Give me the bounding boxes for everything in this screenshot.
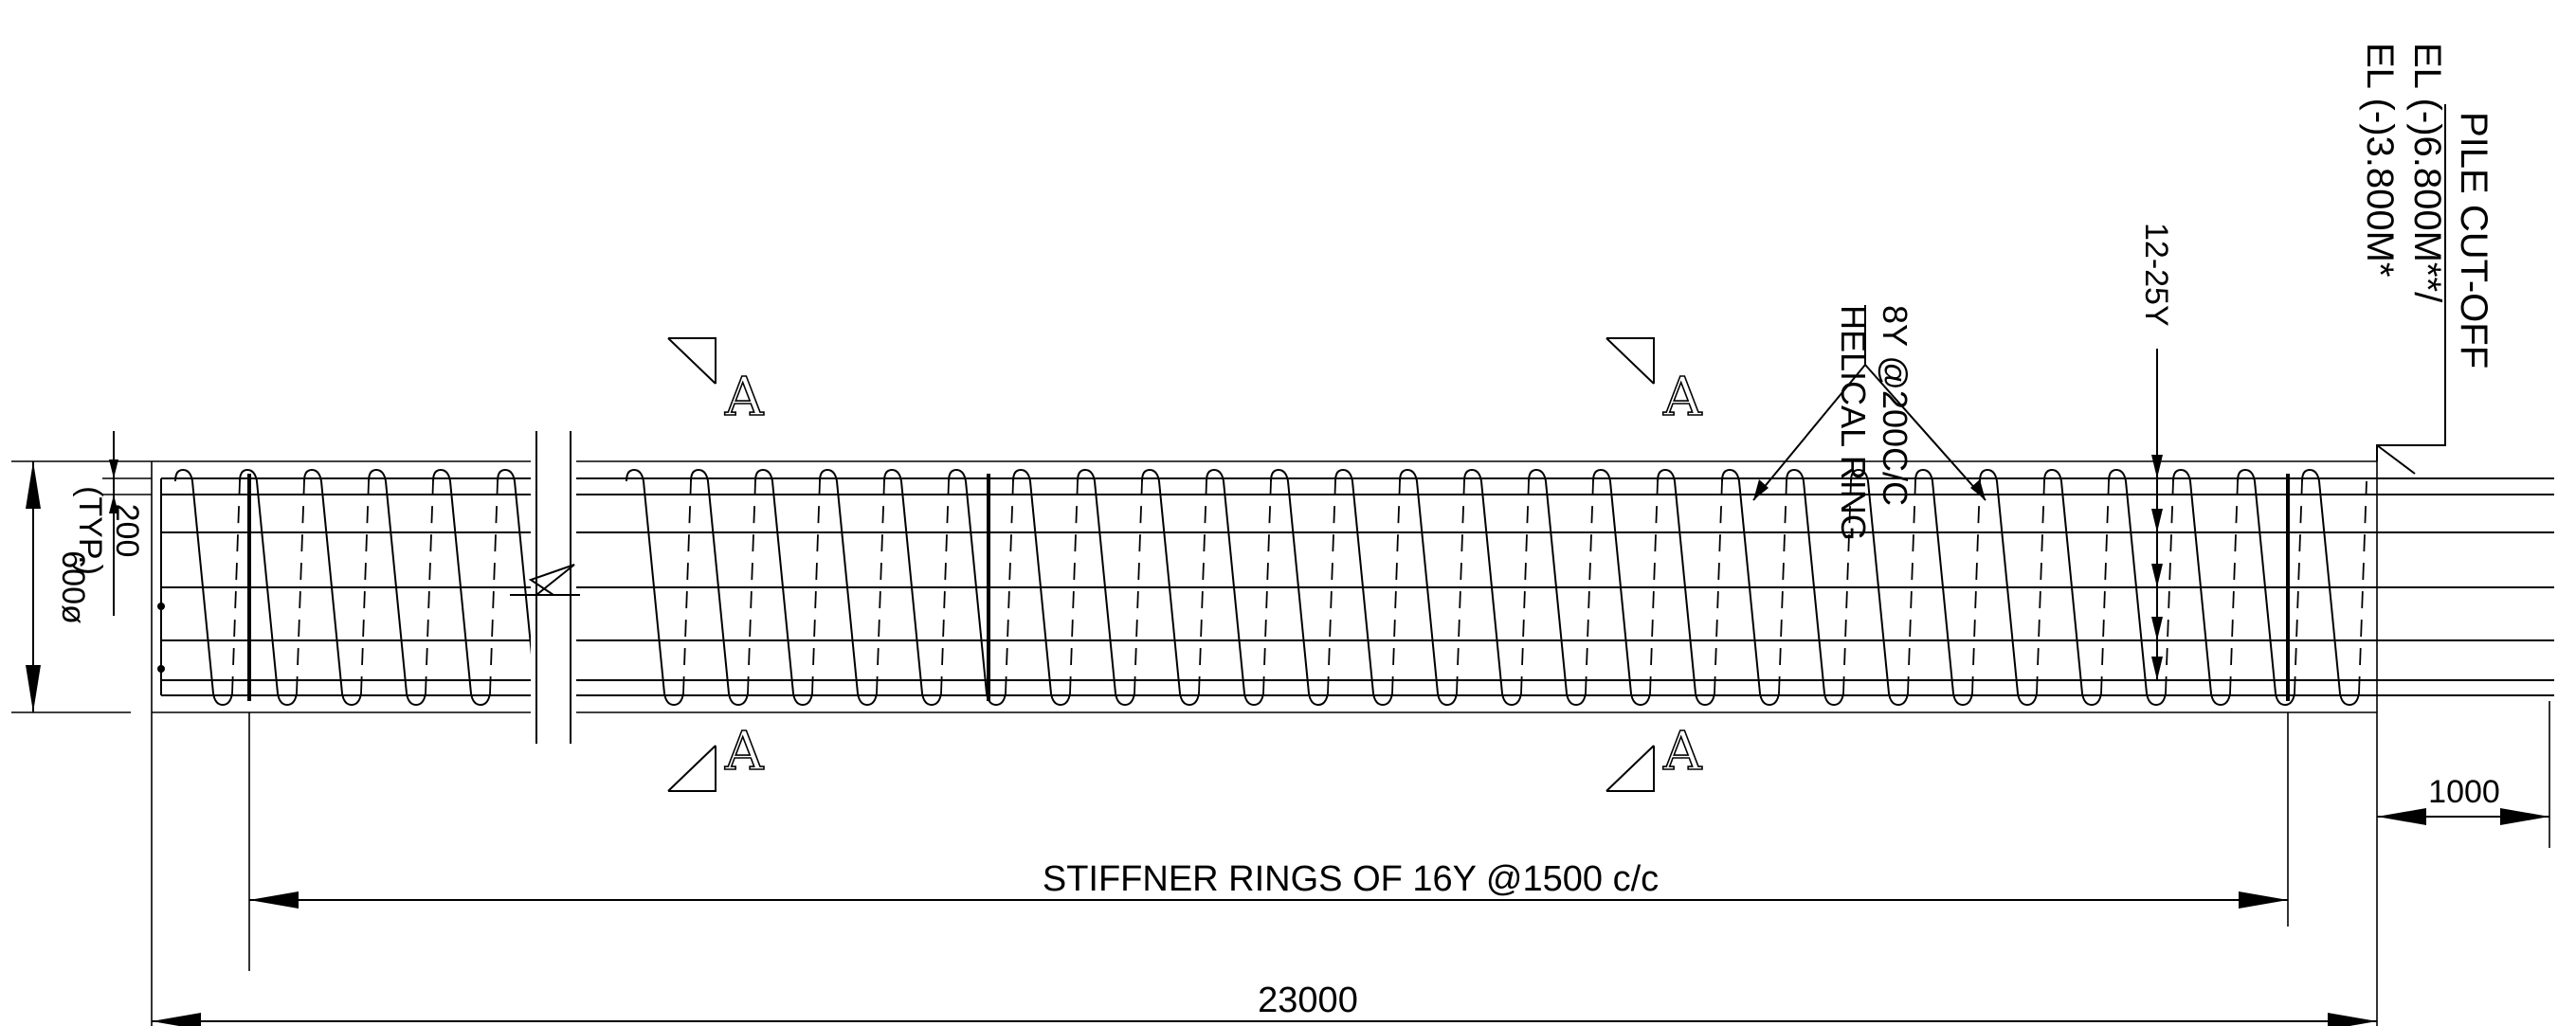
diameter-dimension: 600ø: [11, 460, 152, 713]
typical-text: (TYP.): [72, 486, 108, 575]
pile-cut-off-text: PILE CUT-OFF: [2453, 112, 2494, 369]
section-mark-bottom-right: A: [1605, 720, 1703, 792]
pile-outline: [151, 460, 2378, 713]
section-label: A: [1662, 367, 1702, 428]
section-mark-top-right: A: [1605, 337, 1703, 429]
helical-ring-spec-text: 8Y @200C/C: [1876, 305, 1914, 506]
main-bars-leader: 12-25Y: [2138, 223, 2174, 680]
section-label: A: [724, 367, 764, 428]
spacing-text: 200: [109, 504, 145, 558]
stiffener-dimension-text: STIFFNER RINGS OF 16Y @1500 c/c: [1043, 859, 1659, 899]
elevation-text-1: EL (-)6.800M**/: [2406, 43, 2448, 303]
overall-length-text: 23000: [1258, 981, 1358, 1020]
section-label: A: [1662, 721, 1702, 783]
main-bars-text: 12-25Y: [2138, 223, 2174, 327]
projection-dimension-text: 1000: [2428, 774, 2500, 810]
pile-cut-off-leader: PILE CUT-OFF EL (-)6.800M**/ EL (-)3.800…: [2359, 43, 2494, 475]
stiffener-dimension: STIFFNER RINGS OF 16Y @1500 c/c: [248, 712, 2289, 971]
helical-ring-name-text: HELICAL RING: [1834, 305, 1873, 541]
diameter-text: 600ø: [55, 550, 91, 624]
spacing-dimension: 200 (TYP.): [72, 431, 152, 616]
stiffener-rings: [247, 474, 2290, 701]
overall-length-dimension: 23000: [151, 712, 2377, 1026]
elevation-text-2: EL (-)3.800M*: [2359, 43, 2401, 278]
section-label: A: [724, 721, 764, 783]
section-mark-bottom-left: A: [667, 720, 765, 792]
projection-dimension: 1000: [2376, 701, 2550, 1026]
break-symbol: [510, 431, 580, 744]
helical-ring-leader: 8Y @200C/C HELICAL RING: [1752, 305, 1986, 541]
section-mark-top-left: A: [667, 337, 765, 429]
